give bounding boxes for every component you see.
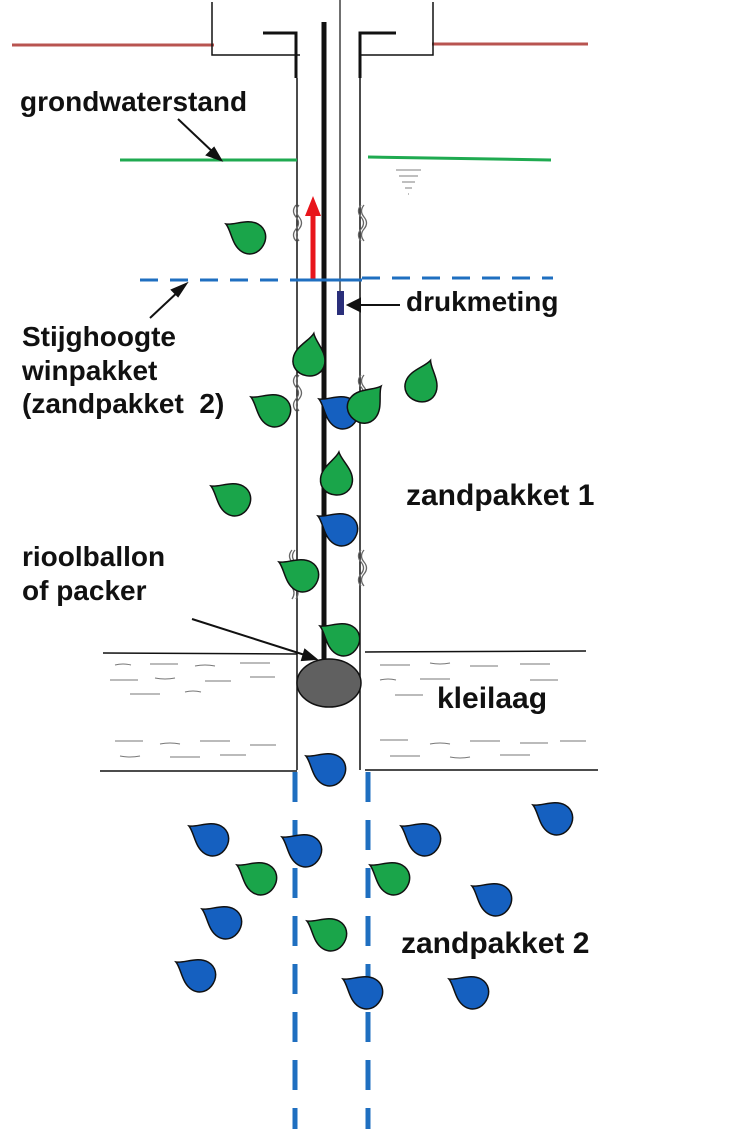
label-sand-layer-2: zandpakket 2 — [401, 927, 590, 960]
upward-flow-arrow — [305, 196, 321, 280]
leader-arrows — [149, 118, 400, 662]
label-hydraulic-head-line-3: (zandpakket 2) — [22, 388, 225, 420]
label-packer: rioolballon of packer — [22, 540, 165, 607]
groundwater-level-line — [120, 155, 552, 162]
clay-layer — [100, 650, 598, 772]
water-level-symbol — [396, 169, 421, 195]
label-packer-line-1: rioolballon — [22, 541, 166, 572]
head-level-line — [140, 276, 553, 282]
label-packer-line-2: of packer — [22, 574, 147, 606]
well-screen-lower — [292, 772, 371, 1129]
label-hydraulic-head-line-1: Stijghoogte — [22, 321, 176, 352]
packer-balloon — [296, 658, 362, 708]
well-head-box — [211, 2, 434, 56]
label-pressure-measurement: drukmeting — [406, 286, 559, 317]
well-casing — [263, 0, 396, 770]
label-groundwater-level: grondwaterstand — [20, 86, 248, 117]
water-droplets — [167, 209, 579, 1016]
ground-surface — [12, 42, 588, 47]
label-clay-layer: kleilaag — [437, 682, 548, 715]
label-sand-layer-1: zandpakket 1 — [406, 479, 595, 512]
label-hydraulic-head-line-2: winpakket — [22, 354, 158, 386]
label-hydraulic-head: Stijghoogte winpakket (zandpakket 2) — [22, 320, 224, 421]
pressure-sensor — [337, 291, 344, 315]
